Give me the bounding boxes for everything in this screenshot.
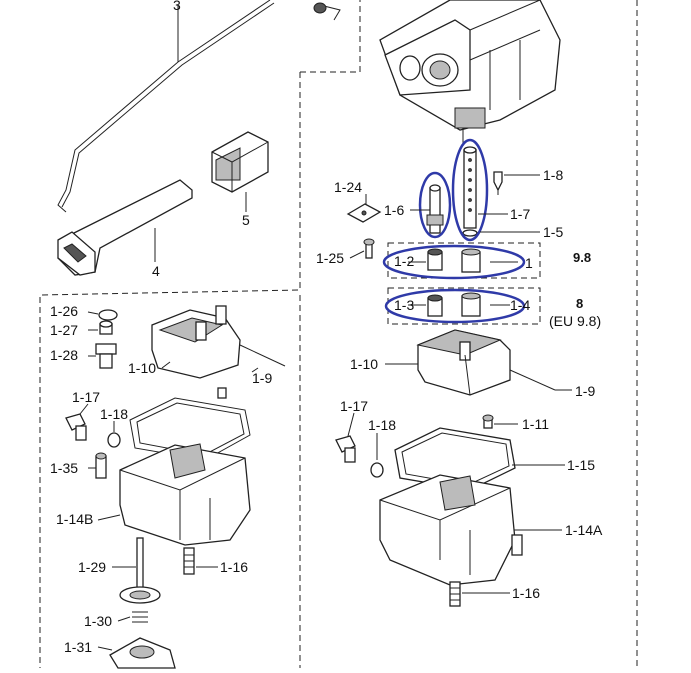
label-1-24: 1-24	[334, 179, 362, 195]
part-3-linkage-rod	[57, 0, 275, 213]
label-1-18-left: 1-18	[100, 406, 128, 422]
label-1-4: 1-4	[510, 297, 530, 313]
highlight-ellipse-1-7	[451, 138, 489, 242]
jets-group	[346, 146, 503, 317]
gasket-left	[129, 397, 251, 461]
label-1-25: 1-25	[316, 250, 344, 266]
float-bowl-left	[119, 443, 251, 575]
label-1-2: 1-2	[394, 253, 414, 269]
drain-bolt-right	[335, 435, 384, 478]
label-1-9-right: 1-9	[575, 383, 595, 399]
float-bowl-right	[379, 474, 523, 607]
float-left	[151, 305, 286, 399]
highlight-ellipse-9-8	[382, 244, 526, 280]
leader-lines	[79, 174, 572, 651]
drain-parts-left	[65, 413, 121, 479]
label-9-8: 9.8	[573, 250, 591, 265]
assembly-boundaries	[39, 0, 638, 668]
label-1-16-right: 1-16	[512, 585, 540, 601]
float-right	[416, 329, 556, 429]
label-1-35: 1-35	[50, 460, 78, 476]
label-1-18-right: 1-18	[368, 417, 396, 433]
label-4: 4	[152, 263, 160, 279]
highlight-annotations	[382, 138, 526, 324]
label-1-3: 1-3	[394, 297, 414, 313]
label-1-14a: 1-14A	[565, 522, 603, 538]
label-1-10-right: 1-10	[350, 356, 378, 372]
throttle-body	[313, 0, 561, 145]
label-8: 8	[576, 296, 583, 311]
needle-valve-parts-left	[95, 309, 118, 369]
plunger-parts-left	[109, 537, 176, 669]
label-1: 1	[525, 255, 533, 271]
label-3: 3	[173, 0, 181, 13]
label-1-15: 1-15	[567, 457, 595, 473]
label-1-16-left: 1-16	[220, 559, 248, 575]
label-1-5: 1-5	[543, 224, 563, 240]
label-1-29: 1-29	[78, 559, 106, 575]
label-1-8: 1-8	[543, 167, 563, 183]
label-1-28: 1-28	[50, 347, 78, 363]
label-1-9-left: 1-9	[252, 370, 272, 386]
label-1-6: 1-6	[384, 202, 404, 218]
gasket-right	[394, 427, 516, 491]
label-1-30: 1-30	[84, 613, 112, 629]
label-1-31: 1-31	[64, 639, 92, 655]
label-1-26: 1-26	[50, 303, 78, 319]
highlight-ellipse-8	[384, 288, 526, 324]
label-1-27: 1-27	[50, 322, 78, 338]
label-1-7: 1-7	[510, 206, 530, 222]
label-eu-9-8: (EU 9.8)	[549, 313, 601, 329]
label-1-17-right: 1-17	[340, 398, 368, 414]
label-1-14b: 1-14B	[56, 511, 93, 527]
label-1-10-left: 1-10	[128, 360, 156, 376]
highlight-ellipse-1-6	[418, 171, 452, 239]
label-1-11: 1-11	[522, 416, 549, 432]
label-1-17-left: 1-17	[72, 389, 100, 405]
part-4-lever	[57, 179, 193, 276]
part-5-cap	[211, 131, 269, 212]
part-labels: 3 4 5 1-24 1-6 1-7 1-8 1-5 1-25 1-2 1 9.…	[50, 0, 603, 655]
label-5: 5	[242, 212, 250, 228]
